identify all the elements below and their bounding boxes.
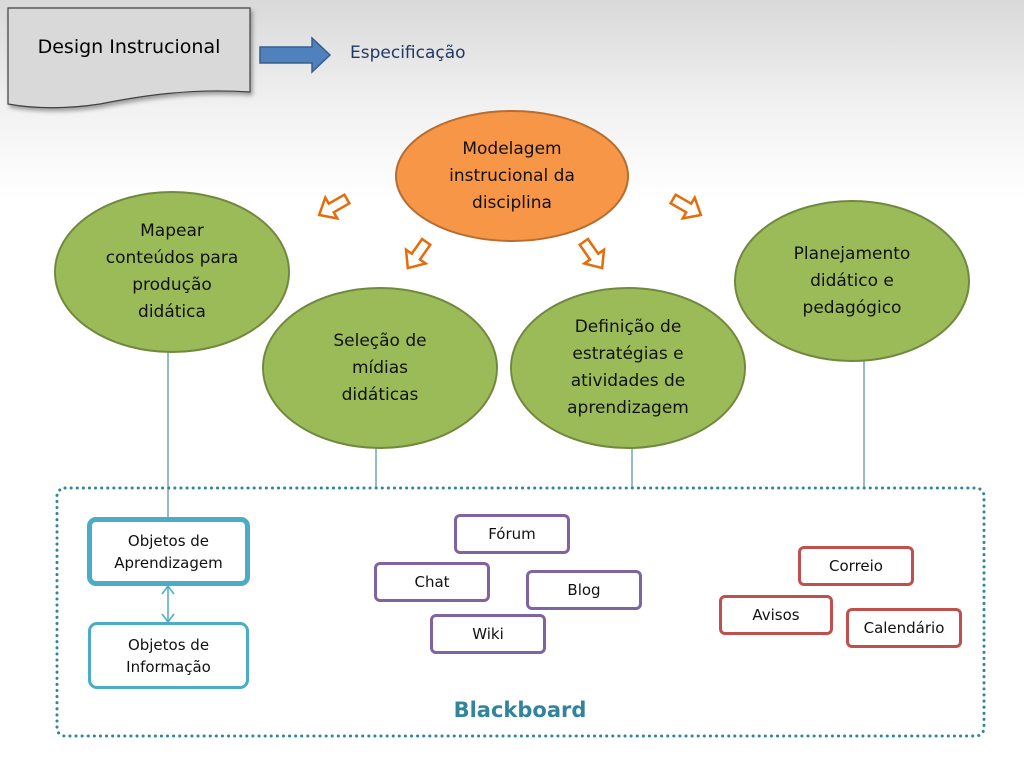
learning-objects-box: Objetos de Aprendizagem <box>87 517 250 586</box>
specification-label: Especificação <box>350 43 466 63</box>
node-planejamento-label: Planejamento didático e pedagógico <box>793 243 911 318</box>
title-document-shape <box>7 7 251 109</box>
arrow-to-planejamento-icon <box>668 192 703 221</box>
title-box-label: Design Instrucional <box>37 36 221 58</box>
arrow-to-mapear-icon <box>317 192 352 221</box>
bidirectional-arrow-icon <box>161 584 175 624</box>
tool-calendario: Calendário <box>846 608 962 648</box>
tool-avisos: Avisos <box>719 595 833 635</box>
tool-blog: Blog <box>526 570 642 610</box>
information-objects-box: Objetos de Informação <box>88 622 249 689</box>
arrow-to-selecao-icon <box>404 237 433 270</box>
tool-correio: Correio <box>798 546 914 586</box>
node-selecao-label: Seleção de mídias didáticas <box>333 330 427 405</box>
node-selecao-shape <box>262 287 498 449</box>
tool-wiki: Wiki <box>430 614 546 654</box>
blackboard-label: Blackboard <box>453 698 587 722</box>
node-mapear-label: Mapear conteúdos para produção didática <box>105 221 239 322</box>
center-node-label: Modelagem instrucional da disciplina <box>449 138 575 213</box>
node-mapear-shape <box>54 191 290 353</box>
blackboard-container <box>55 486 986 738</box>
center-node-shape <box>395 110 629 242</box>
tool-forum: Fórum <box>454 514 570 554</box>
node-definicao-shape <box>510 287 746 449</box>
specification-arrow-icon <box>259 36 332 74</box>
tool-chat: Chat <box>374 562 490 602</box>
arrow-to-definicao-icon <box>577 237 606 270</box>
node-planejamento-shape <box>734 200 970 362</box>
node-definicao-label: Definição de estratégias e atividades de… <box>567 317 689 418</box>
